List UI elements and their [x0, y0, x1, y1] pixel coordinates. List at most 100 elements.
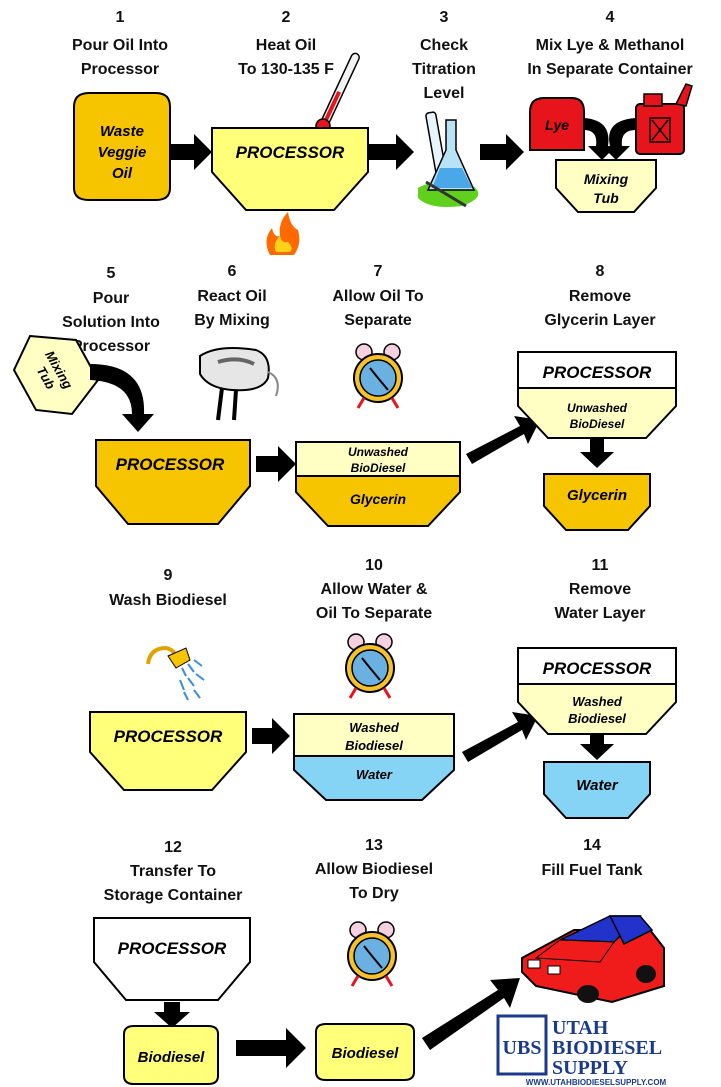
- step-12-label: 12 Transfer To Storage Container: [104, 839, 243, 904]
- processor-step-12: PROCESSOR: [93, 917, 251, 1001]
- waste-oil-label-line-3: Oil: [112, 165, 133, 182]
- step-3-text-line-2: Titration: [412, 61, 476, 78]
- washed-biodiesel-step-11-line-1: Washed: [572, 694, 623, 709]
- processor-step-7: Unwashed BioDiesel Glycerin: [295, 441, 461, 527]
- step-10-number: 10: [365, 557, 383, 574]
- arrow-2-to-3: [368, 134, 414, 170]
- processor-step-11: PROCESSOR Washed Biodiesel: [517, 647, 677, 735]
- step-9-label: 9 Wash Biodiesel: [109, 567, 227, 609]
- arrow-11-down: [580, 734, 614, 760]
- step-11-text-line-2: Water Layer: [555, 605, 646, 622]
- biodiesel-step-13-label: Biodiesel: [332, 1045, 400, 1062]
- arrow-12-to-13: [236, 1028, 306, 1068]
- biodiesel-container-step-12: Biodiesel: [123, 1025, 219, 1085]
- logo-line-2: BIODIESEL: [552, 1037, 662, 1059]
- step-13-text-line-1: Allow Biodiesel: [315, 861, 433, 878]
- processor-step-12-label: PROCESSOR: [118, 939, 227, 958]
- step-5-label: 5 Pour Solution Into Processor: [62, 265, 160, 355]
- shower-head-icon: [146, 645, 205, 701]
- step-1-text-line-1: Pour Oil Into: [72, 37, 168, 54]
- step-11-text-line-1: Remove: [569, 581, 631, 598]
- step-1-text-line-2: Processor: [81, 61, 159, 78]
- glycerin-step-8-label: Glycerin: [567, 487, 627, 504]
- step-4-text-line-1: Mix Lye & Methanol: [536, 37, 685, 54]
- step-9-text-line-1: Wash Biodiesel: [109, 592, 227, 609]
- washed-biodiesel-step-10-line-1: Washed: [349, 720, 400, 735]
- step-5-number: 5: [107, 265, 116, 282]
- washed-biodiesel-step-11-line-2: Biodiesel: [568, 711, 626, 726]
- arrow-10-to-11: [462, 712, 538, 762]
- step-7-number: 7: [374, 263, 383, 280]
- step-11-label: 11 Remove Water Layer: [555, 557, 646, 622]
- water-container-step-11: Water: [543, 761, 651, 819]
- step-4-text-line-2: In Separate Container: [527, 61, 692, 78]
- processor-step-8: PROCESSOR Unwashed BioDiesel: [517, 351, 677, 439]
- step-2-number: 2: [282, 9, 291, 26]
- step-6-text-line-2: By Mixing: [194, 312, 270, 329]
- curved-arrow-methanol-to-tub: [602, 118, 636, 160]
- step-7-label: 7 Allow Oil To Separate: [332, 263, 423, 329]
- arrow-8-down: [580, 438, 614, 468]
- waste-oil-label-line-1: Waste: [100, 123, 144, 140]
- step-6-text-line-1: React Oil: [197, 288, 266, 305]
- step-7-text-line-2: Separate: [344, 312, 412, 329]
- step-8-text-line-2: Glycerin Layer: [544, 312, 655, 329]
- arrow-7-to-8: [466, 416, 540, 464]
- step-13-number: 13: [365, 837, 383, 854]
- mixing-tub-step-4-label-line-1: Mixing: [584, 171, 629, 187]
- waste-oil-container: Waste Veggie Oil: [73, 92, 171, 201]
- step-6-number: 6: [228, 263, 237, 280]
- processor-step-8-label: PROCESSOR: [543, 363, 652, 382]
- glycerin-container-step-8: Glycerin: [543, 473, 651, 531]
- water-step-11-label: Water: [576, 777, 619, 794]
- processor-step-2-label: PROCESSOR: [236, 143, 345, 162]
- step-3-text-line-3: Level: [424, 85, 465, 102]
- logo-initials: UBS: [503, 1037, 542, 1059]
- unwashed-biodiesel-step-7-line-1: Unwashed: [348, 445, 409, 459]
- arrow-1-to-2: [170, 134, 212, 170]
- step-2-text-line-1: Heat Oil: [256, 37, 316, 54]
- processor-step-9: PROCESSOR: [89, 711, 247, 791]
- step-4-label: 4 Mix Lye & Methanol In Separate Contain…: [527, 9, 692, 78]
- lye-container: Lye: [529, 97, 585, 151]
- car-icon: [521, 915, 665, 1004]
- logo-line-3: SUPPLY: [552, 1057, 629, 1079]
- step-9-number: 9: [164, 567, 173, 584]
- flame-icon: [266, 212, 300, 255]
- step-3-text-line-1: Check: [420, 37, 468, 54]
- biodiesel-step-12-label: Biodiesel: [138, 1049, 206, 1066]
- step-5-text-line-2: Solution Into: [62, 314, 160, 331]
- arrow-13-to-14: [422, 978, 520, 1050]
- step-13-text-line-2: To Dry: [349, 885, 399, 902]
- step-12-number: 12: [164, 839, 182, 856]
- lye-label: Lye: [545, 117, 569, 133]
- waste-oil-label-line-2: Veggie: [98, 144, 147, 161]
- step-7-text-line-1: Allow Oil To: [332, 288, 423, 305]
- unwashed-biodiesel-step-7-line-2: BioDiesel: [351, 461, 406, 475]
- arrow-6-to-7: [256, 446, 296, 482]
- alarm-clock-icon-step-10: [344, 632, 396, 700]
- processor-step-10: Washed Biodiesel Water: [293, 713, 455, 801]
- curved-arrow-tub-to-processor: [90, 364, 154, 432]
- step-12-text-line-2: Storage Container: [104, 887, 243, 904]
- biodiesel-container-step-13: Biodiesel: [315, 1023, 415, 1081]
- step-5-text-line-3: Processor: [72, 338, 150, 355]
- step-14-text-line-1: Fill Fuel Tank: [541, 862, 642, 879]
- step-2-text-line-2: To 130-135 F: [238, 61, 334, 78]
- step-10-text-line-2: Oil To Separate: [316, 605, 432, 622]
- step-8-text-line-1: Remove: [569, 288, 631, 305]
- flask-icon: [418, 111, 479, 208]
- processor-step-11-label: PROCESSOR: [543, 659, 652, 678]
- hand-mixer-icon: [199, 347, 279, 421]
- step-14-label: 14 Fill Fuel Tank: [541, 837, 642, 879]
- step-4-number: 4: [606, 9, 615, 26]
- step-12-text-line-1: Transfer To: [130, 863, 216, 880]
- water-step-10-label: Water: [356, 767, 393, 782]
- step-5-text-line-1: Pour: [93, 290, 129, 307]
- utah-biodiesel-supply-logo: UBS UTAH BIODIESEL SUPPLY WWW.UTAHBIODIE…: [496, 1014, 667, 1087]
- washed-biodiesel-step-10-line-2: Biodiesel: [345, 738, 403, 753]
- glycerin-step-7-label: Glycerin: [350, 491, 406, 507]
- arrow-9-to-10: [252, 718, 290, 754]
- step-8-label: 8 Remove Glycerin Layer: [544, 263, 655, 329]
